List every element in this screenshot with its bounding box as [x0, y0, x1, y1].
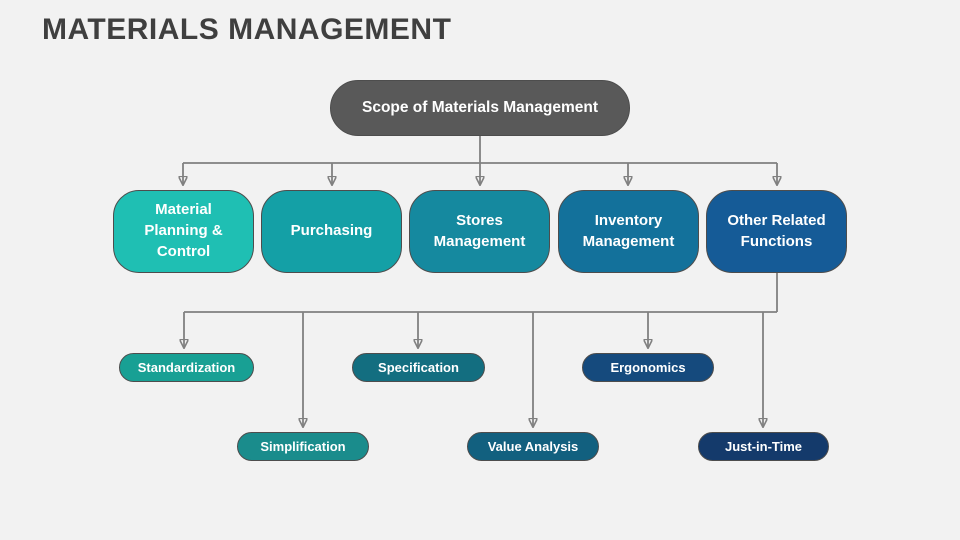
node-label: Purchasing	[290, 222, 373, 240]
node-label: Ergonomics	[610, 360, 686, 375]
node-label: Material Planning & Control	[144, 201, 223, 260]
node-label: Value Analysis	[487, 439, 579, 454]
node-inventory-management: Inventory Management	[558, 190, 699, 273]
node-label: Other Related Functions	[727, 211, 826, 250]
node-simplification: Simplification	[237, 432, 369, 461]
node-ergonomics: Ergonomics	[582, 353, 714, 382]
node-label: Inventory Management	[582, 211, 675, 250]
node-label: Scope of Materials Management	[361, 99, 598, 116]
node-standardization: Standardization	[119, 353, 254, 382]
node-label: Standardization	[137, 360, 236, 375]
node-label: Simplification	[260, 439, 346, 454]
node-stores-management: Stores Management	[409, 190, 550, 273]
node-just-in-time: Just-in-Time	[698, 432, 829, 461]
node-purchasing: Purchasing	[261, 190, 402, 273]
node-label: Stores Management	[433, 211, 526, 250]
node-label: Just-in-Time	[724, 439, 803, 454]
node-other-related-functions: Other Related Functions	[706, 190, 847, 273]
node-specification: Specification	[352, 353, 485, 382]
node-label: Specification	[378, 360, 459, 375]
slide-title: MATERIALS MANAGEMENT	[42, 13, 452, 46]
node-scope-of-materials-management: Scope of Materials Management	[330, 80, 630, 136]
node-material-planning-and-control: Material Planning & Control	[113, 190, 254, 273]
node-value-analysis: Value Analysis	[467, 432, 599, 461]
